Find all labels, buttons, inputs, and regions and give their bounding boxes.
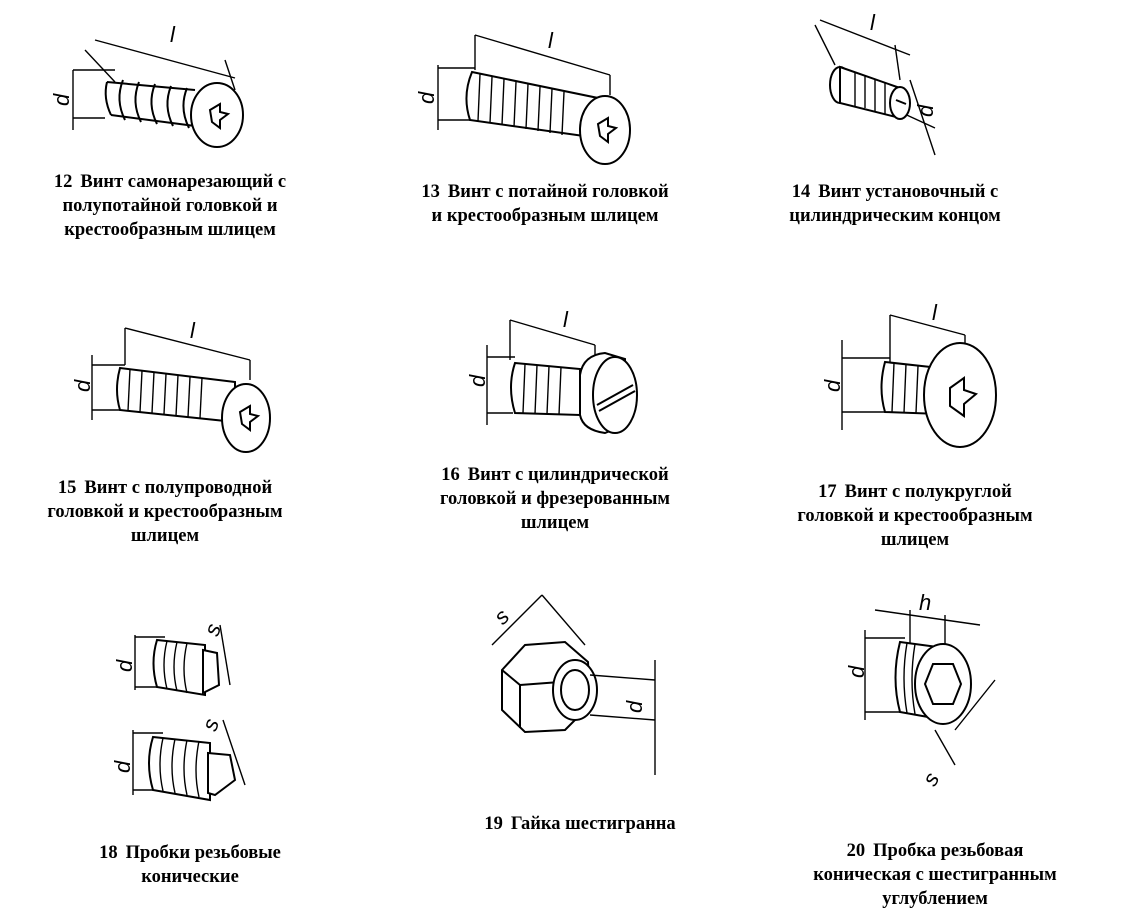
- dim-label-h: h: [919, 590, 931, 615]
- dim-label-d: d: [112, 659, 137, 672]
- fastener-figure-12: l d: [49, 20, 255, 160]
- dim-label-d: d: [913, 104, 938, 117]
- fastener-figure-13: l d: [414, 20, 640, 170]
- dim-label-d-lower: d: [110, 760, 135, 773]
- dim-label-d: d: [414, 91, 439, 104]
- pan-head-screw-drawing: l d: [820, 300, 997, 448]
- fastener-figure-20: h d s: [835, 580, 1015, 800]
- dim-label-d: d: [622, 700, 647, 713]
- dim-label-l: l: [170, 22, 176, 47]
- fastener-figure-16: l d: [465, 305, 645, 445]
- dim-label-d: d: [820, 379, 845, 392]
- fastener-figure-17: l d: [820, 300, 1010, 460]
- raised-countersunk-screw-drawing: l d: [70, 318, 271, 453]
- dim-label-d: d: [70, 379, 95, 392]
- dim-label-l: l: [932, 300, 938, 325]
- dim-label-s: s: [917, 768, 944, 790]
- dim-label-s: s: [489, 604, 514, 629]
- hex-socket-plug-drawing: h d s: [844, 590, 996, 790]
- fastener-figure-19: s d: [480, 590, 680, 780]
- dim-label-s: s: [199, 620, 226, 639]
- cheese-head-screw-drawing: l d: [465, 307, 638, 435]
- dim-label-l: l: [870, 10, 876, 35]
- fastener-figure-14: l d: [800, 10, 950, 160]
- dim-label-l: l: [190, 318, 196, 343]
- dim-label-s-lower: s: [197, 715, 224, 734]
- set-screw-drawing: l d: [814, 10, 938, 156]
- hex-nut-drawing: s d: [489, 594, 656, 775]
- fastener-figure-15: l d: [70, 318, 290, 460]
- dim-label-d: d: [844, 665, 869, 678]
- dim-label-l: l: [548, 28, 554, 53]
- dim-label-d: d: [49, 93, 74, 106]
- fastener-figure-18: d s d s: [95, 605, 275, 815]
- dim-label-l: l: [563, 307, 569, 332]
- tapered-plugs-drawing: d s d s: [110, 620, 246, 802]
- countersunk-screw-drawing: l d: [414, 28, 631, 165]
- dim-label-d: d: [465, 374, 490, 387]
- self-tapping-screw-drawing: l d: [49, 22, 244, 148]
